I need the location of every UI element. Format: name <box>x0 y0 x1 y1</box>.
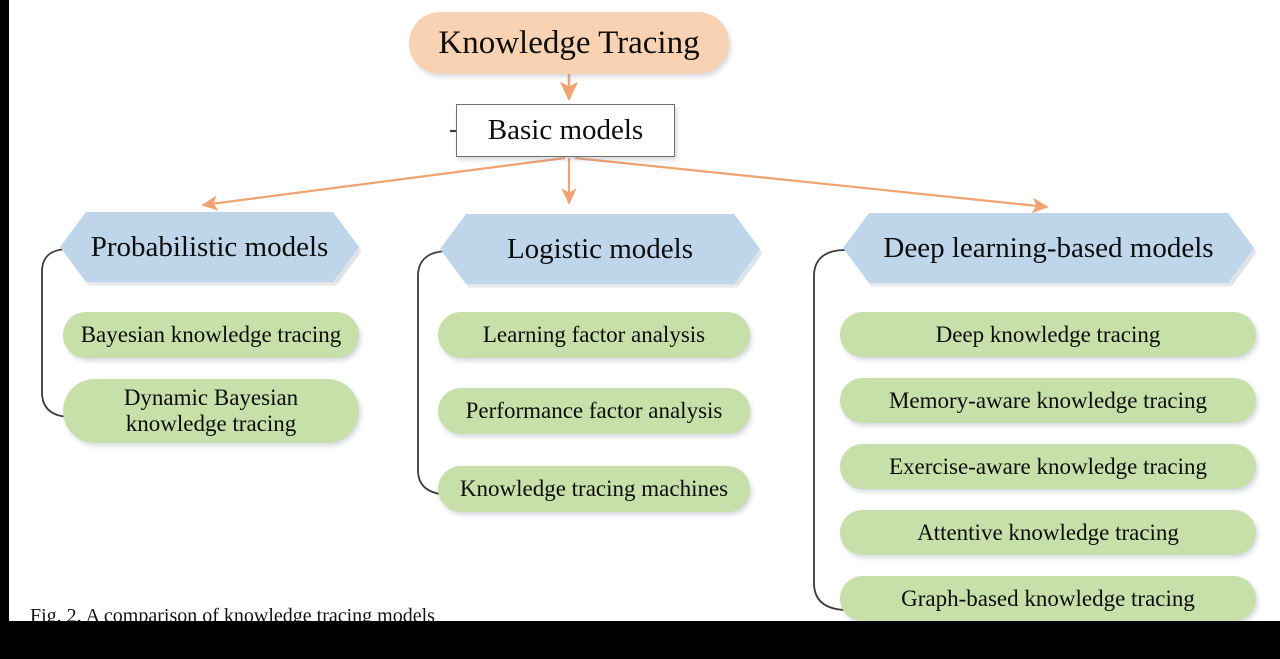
leaf-label: Performance factor analysis <box>465 398 723 424</box>
leaf-label: Exercise-aware knowledge tracing <box>888 453 1207 479</box>
leaf-label: Dynamic Bayesian knowledge tracing <box>123 385 299 436</box>
leaf-label: Attentive knowledge tracing <box>917 519 1179 545</box>
leaf-node-attentive-knowledge-tracing[interactable]: Attentive knowledge tracing <box>840 510 1256 555</box>
figure-caption: Fig. 2. A comparison of knowledge tracin… <box>30 605 435 621</box>
leaf-node-memory-aware-knowledge-tracing[interactable]: Memory-aware knowledge tracing <box>840 378 1256 423</box>
category-label-probabilistic: Probabilistic models <box>90 230 329 263</box>
leaf-node-performance-factor-analysis[interactable]: Performance factor analysis <box>438 388 750 434</box>
leaf-label: Bayesian knowledge tracing <box>80 322 342 348</box>
basic-models-label: Basic models <box>487 114 644 147</box>
root-node-label: Knowledge Tracing <box>438 24 700 61</box>
leaf-node-bayesian-knowledge-tracing[interactable]: Bayesian knowledge tracing <box>63 312 359 358</box>
category-node-deep-learning[interactable]: Deep learning-based models <box>843 213 1254 283</box>
leaf-label: Deep knowledge tracing <box>935 321 1161 347</box>
leaf-label: Memory-aware knowledge tracing <box>888 387 1208 413</box>
bracket-deep-learning <box>813 249 846 611</box>
leaf-node-dynamic-bayesian-knowledge-tracing[interactable]: Dynamic Bayesian knowledge tracing <box>63 379 359 443</box>
category-label-deep-learning: Deep learning-based models <box>883 231 1214 264</box>
leaf-node-knowledge-tracing-machines[interactable]: Knowledge tracing machines <box>438 466 750 512</box>
arrow-basic-to-probabilistic <box>201 156 566 211</box>
category-node-probabilistic[interactable]: Probabilistic models <box>60 212 359 282</box>
leaf-node-learning-factor-analysis[interactable]: Learning factor analysis <box>438 312 750 358</box>
category-node-logistic[interactable]: Logistic models <box>440 214 760 284</box>
figure-page: Knowledge Tracing Basic models Probabili… <box>9 0 1280 621</box>
bracket-logistic <box>417 250 450 496</box>
leaf-node-exercise-aware-knowledge-tracing[interactable]: Exercise-aware knowledge tracing <box>840 444 1256 489</box>
leaf-label: Learning factor analysis <box>482 322 706 348</box>
arrow-basic-to-deep-learning <box>574 156 1049 214</box>
leaf-node-graph-based-knowledge-tracing[interactable]: Graph-based knowledge tracing <box>840 576 1256 621</box>
leaf-label: Graph-based knowledge tracing <box>901 585 1195 611</box>
basic-models-node[interactable]: Basic models <box>456 104 675 157</box>
leaf-node-deep-knowledge-tracing[interactable]: Deep knowledge tracing <box>840 312 1256 357</box>
category-label-logistic: Logistic models <box>506 232 694 265</box>
leaf-label: Knowledge tracing machines <box>459 476 729 502</box>
root-node-knowledge-tracing[interactable]: Knowledge Tracing <box>409 12 729 74</box>
